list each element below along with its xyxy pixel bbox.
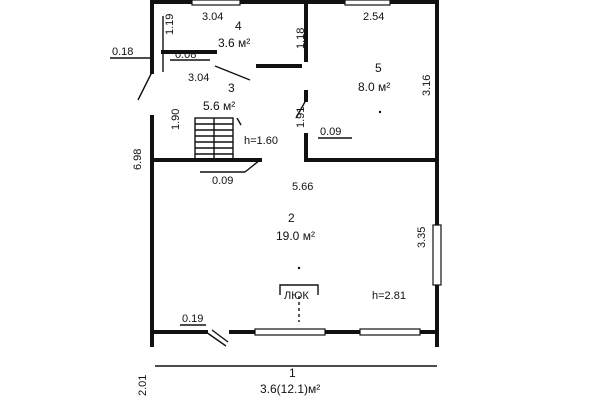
dim-008: 0.08: [175, 49, 196, 61]
mark-dot-1: [297, 266, 301, 270]
dim-566: 5.66: [292, 181, 313, 193]
dim-119: 1.19: [164, 14, 176, 35]
floor-hatch: ЛЮК: [279, 284, 319, 322]
window-top-2: [344, 0, 391, 6]
room2-number: 2: [288, 211, 295, 225]
window-top-1: [191, 0, 241, 6]
dim-698: 6.98: [132, 149, 144, 170]
dimension-labels: 3.04 2.54 0.08 0.18 3.04 h=1.60 0.09 0.0…: [112, 11, 433, 396]
dimension-lines: [110, 57, 437, 367]
room-labels: 4 3.6 м² 3 5.6 м² 5 8.0 м² 2 19.0 м² 1 3…: [203, 19, 390, 396]
dim-009-right: 0.09: [320, 126, 341, 138]
dim-191: 1.91: [295, 107, 307, 128]
room4-area: 3.6 м²: [218, 36, 250, 50]
room2-height: h=2.81: [372, 290, 406, 302]
windows: [191, 0, 442, 336]
staircase: [194, 117, 242, 161]
hatch-bracket: [279, 284, 319, 295]
dim-201: 2.01: [137, 375, 149, 396]
door-3-4: [214, 65, 251, 81]
hatch-label: ЛЮК: [284, 290, 309, 302]
dim-254: 2.54: [363, 11, 384, 23]
window-bottom-1: [254, 328, 326, 336]
room5-number: 5: [375, 61, 382, 75]
stair-height: h=1.60: [244, 135, 278, 147]
window-bottom-2: [359, 328, 421, 336]
dim-304-mid: 3.04: [188, 72, 209, 84]
room3-area: 5.6 м²: [203, 99, 235, 113]
entrance-door-leaf: [205, 331, 227, 347]
room2-area: 19.0 м²: [276, 229, 315, 243]
door-left-exterior: [137, 71, 153, 101]
room1-area: 3.6(12.1)м²: [260, 382, 320, 396]
mark-dot-2: [378, 110, 382, 114]
room5-area: 8.0 м²: [358, 80, 390, 94]
dim-304-top: 3.04: [202, 11, 223, 23]
room1-number: 1: [289, 366, 296, 380]
dim-018: 0.18: [112, 46, 133, 58]
room4-number: 4: [235, 19, 242, 33]
room3-number: 3: [228, 81, 235, 95]
entrance-door-leaf-2: [211, 329, 229, 343]
dim-190: 1.90: [170, 109, 182, 130]
dim-009-left: 0.09: [212, 175, 233, 187]
dim-118: 1.18: [295, 28, 307, 49]
dim-335: 3.35: [416, 227, 428, 248]
dim-019: 0.19: [182, 313, 203, 325]
window-right: [432, 224, 442, 286]
stair-arrow-mark: [236, 117, 242, 126]
dim-316: 3.16: [421, 75, 433, 96]
door-5: [295, 99, 307, 119]
doors: [137, 65, 307, 347]
